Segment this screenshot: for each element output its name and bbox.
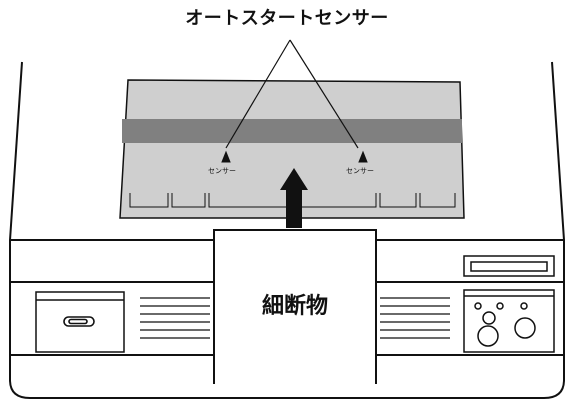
up-arrow-icon bbox=[280, 168, 308, 228]
paper-sheet bbox=[213, 229, 377, 384]
feed-tray bbox=[119, 79, 465, 219]
sensor-right-label: センサー bbox=[346, 167, 374, 175]
control-button-2 bbox=[477, 325, 499, 347]
control-button-1 bbox=[482, 311, 496, 325]
callout-lines bbox=[225, 39, 359, 149]
control-button-3 bbox=[514, 317, 536, 339]
diagram-title: オートスタートセンサー bbox=[185, 8, 389, 29]
paperclip-tray bbox=[35, 291, 125, 353]
indicator-lamp-1 bbox=[474, 302, 482, 310]
display-window bbox=[463, 255, 555, 277]
paper-label: 細断物 bbox=[261, 294, 328, 319]
paperclip-icon bbox=[63, 316, 95, 327]
indicator-lamp-2 bbox=[496, 302, 504, 310]
sensor-triangle-icon bbox=[358, 150, 368, 163]
sensor-left-label: センサー bbox=[208, 167, 236, 175]
vent-slats-right bbox=[380, 297, 450, 339]
indicator-lamp-3 bbox=[520, 302, 528, 310]
vent-slats-left bbox=[140, 297, 210, 339]
sensor-triangle-icon bbox=[221, 150, 231, 163]
control-panel bbox=[463, 289, 555, 353]
cutter-slot-strip bbox=[122, 119, 462, 143]
